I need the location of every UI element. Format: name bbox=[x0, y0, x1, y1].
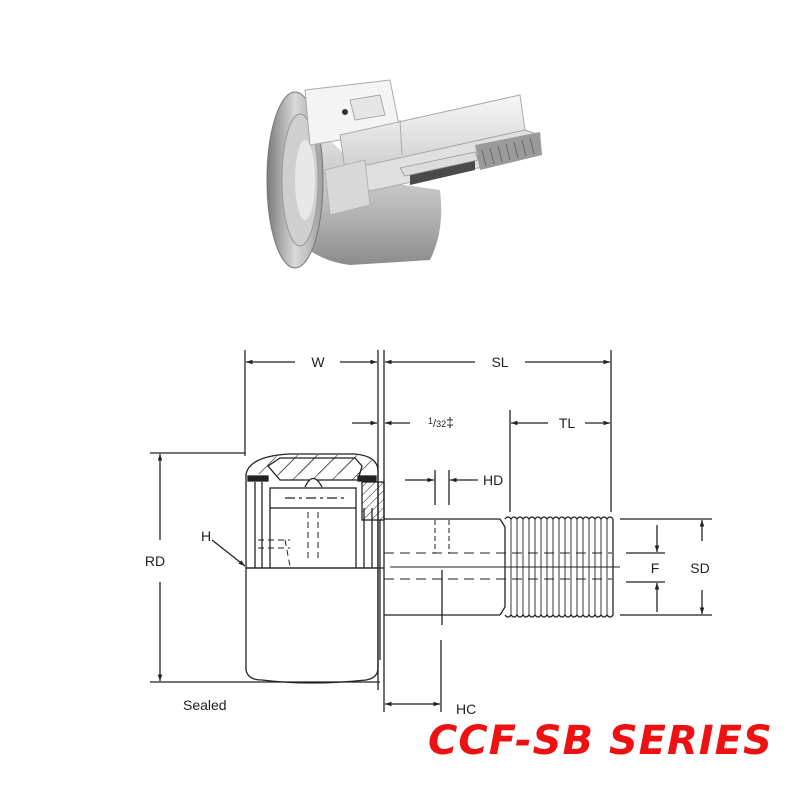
dim-label-hc: HC bbox=[456, 701, 476, 717]
dim-label-h: H bbox=[201, 528, 211, 544]
dim-label-rd: RD bbox=[145, 553, 165, 569]
bearing-cutaway-photo bbox=[266, 79, 542, 269]
dim-label-sd: SD bbox=[690, 560, 709, 576]
dim-label-tl: TL bbox=[559, 415, 576, 431]
dim-label-w: W bbox=[311, 354, 325, 370]
variant-label: Sealed bbox=[183, 697, 227, 713]
dim-label-hd: HD bbox=[483, 472, 503, 488]
series-title: CCF-SB SERIES bbox=[428, 718, 773, 764]
dim-label-sl: SL bbox=[491, 354, 508, 370]
dim-label-clearance: 1/32‡ bbox=[428, 414, 454, 430]
dim-label-f: F bbox=[651, 560, 660, 576]
